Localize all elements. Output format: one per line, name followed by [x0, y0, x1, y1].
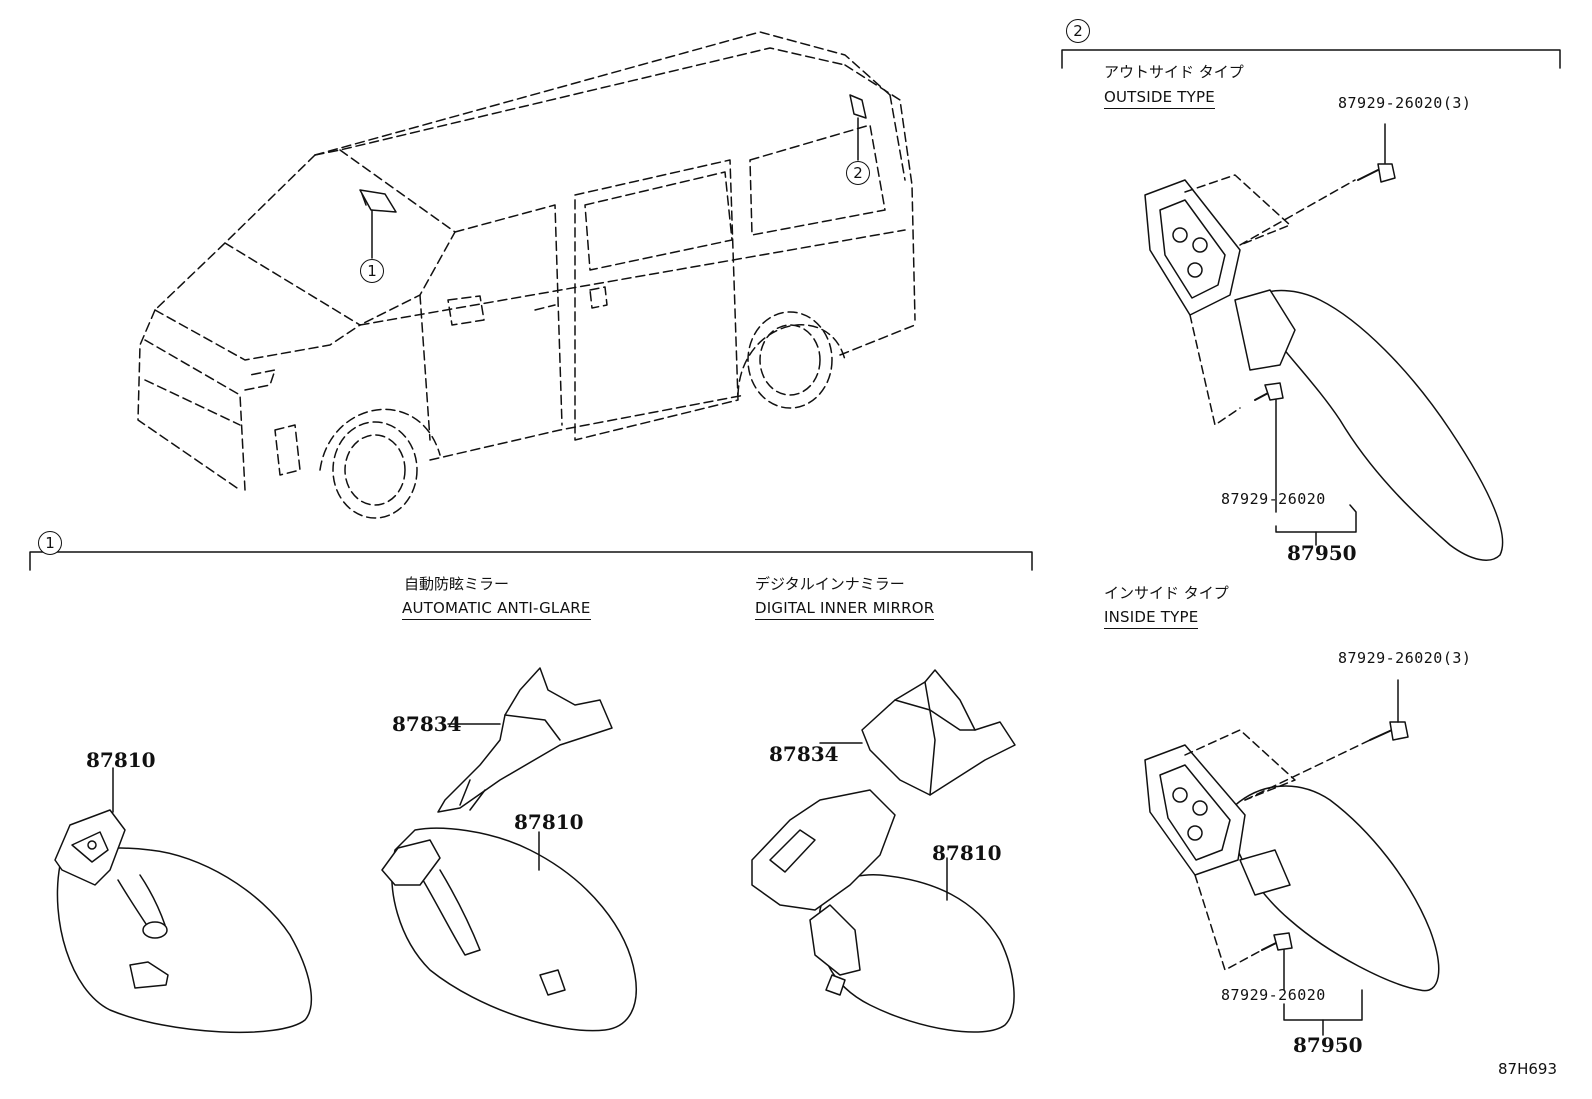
outside-dashed-guides	[1184, 174, 1356, 426]
outside-assembly-part: 87950	[1287, 541, 1357, 565]
inside-screw-qty-part: 87929-26020(3)	[1338, 649, 1472, 667]
inside-screw-part: 87929-26020	[1221, 986, 1326, 1004]
standard-mirror	[54, 809, 313, 1034]
digital-title-en: DIGITAL INNER MIRROR	[755, 601, 935, 620]
outside-title-jp: アウトサイド タイプ	[1104, 63, 1244, 81]
van-callout-1: 1	[360, 259, 384, 283]
section-1-marker: 1	[38, 531, 62, 555]
anti-glare-cover	[437, 667, 613, 813]
digital-title-jp: デジタルインナミラー	[755, 575, 905, 593]
inside-dashed-guides	[1184, 729, 1371, 971]
inside-camera	[1144, 744, 1440, 992]
van-inner-mirror	[359, 189, 397, 213]
inside-title-jp: インサイド タイプ	[1104, 584, 1229, 602]
anti-glare-title-jp: 自動防眩ミラー	[404, 575, 510, 593]
digital-mirror-part: 87810	[932, 841, 1002, 865]
inside-assembly-part: 87950	[1293, 1033, 1363, 1057]
outside-camera	[1144, 179, 1504, 561]
digital-mirror	[751, 789, 1015, 1033]
outside-screw-part: 87929-26020	[1221, 490, 1326, 508]
inside-screw-top	[1369, 721, 1409, 741]
van-rear-camera	[849, 94, 867, 119]
outside-title-en: OUTSIDE TYPE	[1104, 90, 1215, 109]
standard-mirror-part: 87810	[86, 748, 156, 772]
digital-cover	[861, 669, 1016, 796]
illustration-code: 87H693	[1498, 1060, 1557, 1078]
section-2-marker: 2	[1066, 19, 1090, 43]
van-illustration	[137, 31, 916, 519]
anti-glare-mirror	[381, 827, 637, 1032]
section-2-bracket	[1061, 49, 1561, 69]
section-1-bracket	[29, 551, 1033, 571]
van-callout-2: 2	[846, 161, 870, 185]
digital-cover-part: 87834	[769, 742, 839, 766]
outside-screw-bottom	[1254, 382, 1284, 401]
outside-assembly-bracket	[1275, 504, 1357, 533]
anti-glare-title-en: AUTOMATIC ANTI-GLARE	[402, 601, 591, 620]
inside-screw-bottom	[1261, 932, 1293, 951]
outside-screw-top	[1357, 163, 1396, 183]
outside-screw-qty-part: 87929-26020(3)	[1338, 94, 1472, 112]
inside-title-en: INSIDE TYPE	[1104, 610, 1199, 629]
anti-glare-cover-part: 87834	[392, 712, 462, 736]
anti-glare-mirror-part: 87810	[514, 810, 584, 834]
